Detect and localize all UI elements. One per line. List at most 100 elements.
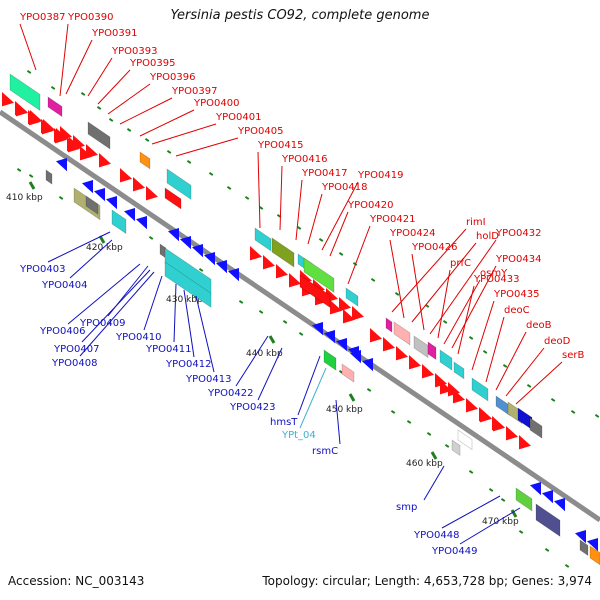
gene-block-cyan <box>471 377 489 402</box>
reverse-gene-arrow <box>82 180 93 194</box>
gene-block-orange <box>139 151 151 170</box>
callout-line <box>441 495 501 529</box>
marker-dot <box>258 205 264 210</box>
callout-line <box>143 275 163 331</box>
forward-gene-arrow <box>133 177 145 192</box>
reverse-gene-arrow <box>575 530 586 544</box>
forward-gene-arrow <box>352 306 364 321</box>
marker-dot <box>144 137 150 142</box>
forward-gene-label: YPO0419 <box>357 170 403 181</box>
reverse-gene-arrow <box>56 158 67 172</box>
callout-line <box>195 295 215 373</box>
reverse-gene-arrow <box>312 322 323 336</box>
reverse-gene-label: YPO0422 <box>207 388 253 399</box>
marker-dot <box>426 432 432 436</box>
callout-line <box>457 285 475 355</box>
reverse-gene-label: YPO0448 <box>413 530 459 541</box>
reverse-gene-arrow <box>228 268 239 282</box>
forward-gene-arrow <box>506 426 518 441</box>
marker-dot <box>28 174 34 178</box>
feature-layer <box>2 73 600 566</box>
marker-dot <box>550 398 556 402</box>
tick-mark <box>430 451 438 460</box>
forward-gene-label: YPO0433 <box>473 274 519 285</box>
reverse-gene-label: YPO0412 <box>165 359 211 370</box>
callout-line <box>69 239 113 279</box>
forward-gene-arrow <box>480 408 492 423</box>
forward-gene-arrow <box>289 273 301 288</box>
gene-block-gray <box>85 195 99 215</box>
marker-dot <box>80 92 86 96</box>
callout-line <box>505 347 545 397</box>
forward-gene-label: deoC <box>504 305 530 316</box>
callout-line <box>47 231 111 263</box>
gene-block-cyan <box>453 361 465 380</box>
forward-gene-arrow <box>146 186 158 201</box>
gene-block-gray <box>579 539 589 557</box>
reverse-gene-label: YPO0408 <box>51 358 97 369</box>
marker-dot <box>282 320 288 324</box>
marker-dot <box>244 195 250 200</box>
callout-line <box>495 331 527 391</box>
gene-block-green <box>303 257 335 293</box>
marker-dot <box>298 332 304 336</box>
reverse-gene-arrow <box>530 482 541 496</box>
reverse-gene-label: YPO0449 <box>431 546 477 557</box>
callout-line <box>139 109 195 137</box>
marker-dot <box>442 320 448 324</box>
marker-dot <box>318 237 324 242</box>
forward-gene-label: YPO0424 <box>389 228 435 239</box>
reverse-gene-label: YPO0411 <box>145 344 191 355</box>
callout-line <box>65 39 93 95</box>
callout-line <box>295 179 303 241</box>
forward-gene-label: serB <box>562 350 584 361</box>
tick-mark <box>28 181 36 190</box>
tick-mark <box>510 509 518 518</box>
callout-line <box>81 269 151 343</box>
accession-label: Accession: NC_003143 <box>8 574 145 588</box>
reverse-gene-label: YPO0409 <box>79 318 125 329</box>
forward-gene-arrow <box>409 355 421 370</box>
callout-line <box>175 137 239 157</box>
callout-line <box>307 193 323 245</box>
forward-gene-arrow <box>250 246 262 261</box>
callout-line <box>299 367 327 429</box>
marker-dot <box>96 106 102 110</box>
tick-label: 410 kbp <box>6 193 43 203</box>
callout-line <box>459 507 521 545</box>
callout-line <box>411 242 477 323</box>
gene-block-pink <box>393 321 411 346</box>
callout-line <box>67 263 141 325</box>
gene-block-cyan <box>164 261 212 308</box>
gene-block-gray <box>87 121 111 150</box>
forward-gene-arrow <box>86 144 98 159</box>
forward-gene-arrow <box>263 255 275 270</box>
reverse-gene-label: YPO0404 <box>41 280 87 291</box>
forward-gene-arrow <box>99 153 111 168</box>
callout-line <box>515 361 563 405</box>
callout-line <box>183 289 195 358</box>
marker-dot <box>258 310 264 314</box>
callout-line <box>335 399 341 445</box>
forward-gene-arrow <box>440 380 452 395</box>
callout-line <box>257 347 283 401</box>
forward-gene-label: YPO0393 <box>111 46 157 57</box>
forward-gene-label: YPO0420 <box>347 200 393 211</box>
gene-block-white <box>457 429 473 451</box>
forward-gene-label: YPO0401 <box>215 112 261 123</box>
forward-gene-label: YPO0415 <box>257 140 303 151</box>
marker-dot <box>444 444 450 448</box>
forward-gene-arrow <box>519 435 531 450</box>
reverse-gene-label: YPO0423 <box>229 402 275 413</box>
reverse-gene-label: YPO0403 <box>19 264 65 275</box>
reverse-gene-label: YPO0410 <box>115 332 161 343</box>
marker-dot <box>468 470 474 474</box>
callout-line <box>173 283 177 343</box>
reverse-gene-arrow <box>94 188 105 202</box>
marker-dot <box>406 420 412 424</box>
marker-dot <box>26 70 32 74</box>
gene-block-silver <box>451 439 461 457</box>
forward-gene-label: YPO0397 <box>171 86 217 97</box>
forward-gene-label: YPO0426 <box>411 242 457 253</box>
